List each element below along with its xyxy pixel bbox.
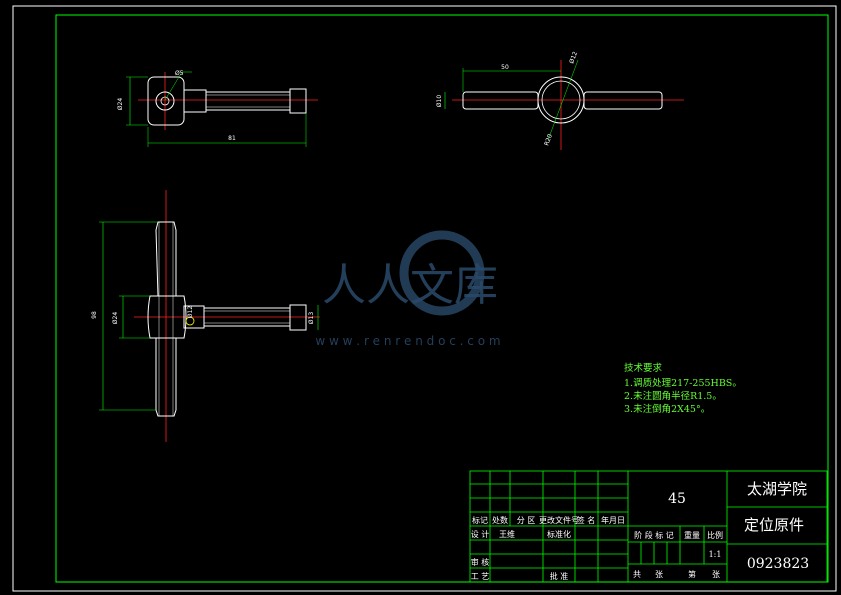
dim-top-left-small: Ø5: [175, 70, 184, 77]
dim-top-right-d2: Ø10: [436, 95, 443, 108]
tb-label-chushu: 处数: [492, 515, 508, 525]
dim-top-left-dia: Ø24: [117, 98, 124, 111]
watermark-url: w w w . r e n r e n d o c . c o m: [315, 334, 500, 348]
tb-label-nianyueri: 年月日: [601, 515, 625, 525]
top-left-view: Ø24 81 Ø5: [117, 70, 318, 147]
note-item-1: 1.调质处理217-255HBS。: [624, 377, 742, 389]
tb-school: 太湖学院: [747, 480, 807, 498]
tb-label-zhang1: 张: [655, 570, 663, 579]
dim-top-right-dia: Ø12: [568, 51, 579, 65]
tb-label-fenqu: 分 区: [517, 516, 536, 525]
tb-label-biaoji: 标记: [472, 515, 488, 525]
dim-main-dia: Ø24: [112, 312, 119, 325]
title-block-text: 标记 处数 分 区 更改文件号 签 名 年月日 设 计 王维 标准化 审 核 工…: [471, 480, 809, 581]
dim-top-right-r: R20: [543, 133, 554, 147]
tb-label-jieduan: 阶 段 标 记: [634, 530, 674, 540]
notes-title: 技术要求: [624, 362, 663, 374]
tb-designer-mark: 王维: [499, 529, 515, 539]
outer-border: [12, 5, 837, 592]
tb-label-shenhe: 审 核: [471, 557, 490, 567]
dim-main-height: 98: [91, 311, 98, 319]
tb-label-pizhun: 批 准: [550, 571, 569, 581]
tb-label-qianming: 签 名: [577, 515, 596, 525]
technical-notes: 技术要求 1.调质处理217-255HBS。 2.未注圆角半径R1.5。 3.未…: [624, 362, 742, 415]
dim-top-left-len: 81: [228, 135, 236, 142]
tb-label-zhang2: 张: [712, 570, 720, 579]
title-block: [469, 470, 828, 583]
tb-scale: 1:1: [709, 550, 722, 559]
dim-main-small: Ø12: [187, 306, 194, 319]
tb-label-biaozhunhua: 标准化: [547, 529, 571, 539]
main-view: 98 Ø24 Ø12 Ø13: [91, 190, 320, 442]
dim-main-right-dia: Ø13: [308, 312, 315, 325]
tb-label-gong: 共: [633, 570, 641, 579]
note-item-2: 2.未注圆角半径R1.5。: [624, 390, 722, 402]
tb-label-bili: 比例: [707, 530, 723, 540]
note-item-3: 3.未注倒角2X45°。: [624, 403, 710, 415]
tb-label-sheji: 设 计: [471, 529, 490, 539]
tb-label-di: 第: [688, 569, 696, 579]
tb-label-gongyi: 工 艺: [471, 572, 490, 581]
top-right-view: 50 Ø10 Ø12 R20: [436, 51, 684, 150]
tb-drawing-no: 0923823: [747, 556, 809, 572]
watermark-ring-icon: [399, 230, 485, 316]
tb-label-gengwen: 更改文件号: [539, 515, 579, 525]
watermark-text: 人人文库: [322, 260, 498, 311]
watermark: 人人文库 w w w . r e n r e n d o c . c o m: [315, 230, 501, 348]
drawing-frame: [55, 14, 829, 583]
tb-material: 45: [668, 491, 686, 507]
tb-label-zhongliang: 重量: [684, 530, 700, 540]
tb-part-name: 定位原件: [744, 516, 804, 534]
dim-top-right-len: 50: [501, 64, 509, 71]
